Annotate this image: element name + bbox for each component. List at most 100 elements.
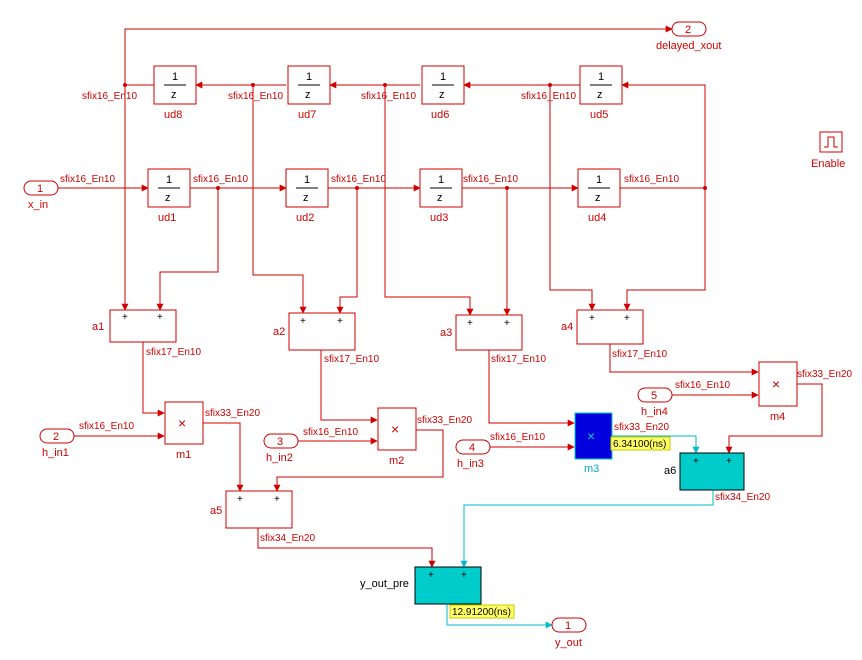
svg-text:1: 1 (440, 71, 446, 83)
unit-delay-ud3[interactable]: 1 z ud3 (419, 168, 463, 224)
block-label: ud8 (164, 109, 182, 121)
svg-text:z: z (439, 89, 445, 101)
svg-text:+: + (337, 316, 343, 327)
sig-label: sfix16_En10 (228, 91, 283, 102)
wire-ud7-a2 (252, 85, 307, 314)
unit-delay-ud5[interactable]: 1 z ud5 (579, 65, 623, 121)
sig-label: sfix33_En20 (797, 369, 852, 380)
svg-text:3: 3 (277, 436, 283, 448)
block-label: a3 (440, 327, 452, 339)
block-label: ud5 (590, 109, 608, 121)
port-label: h_in2 (266, 452, 293, 464)
unit-delay-ud7[interactable]: 1 z ud7 (287, 65, 331, 121)
adder-a3[interactable]: + + a3 (440, 314, 523, 351)
wire-m4-a6 (725, 383, 823, 454)
sig-label: sfix16_En10 (82, 91, 137, 102)
multiplier-m4[interactable]: × m4 (758, 361, 798, 423)
port-label: h_in3 (457, 458, 484, 470)
svg-text:z: z (165, 192, 171, 204)
svg-text:×: × (178, 415, 186, 431)
adder-a1[interactable]: + + a1 (92, 309, 177, 343)
block-label: ud2 (296, 212, 314, 224)
svg-text:+: + (467, 318, 473, 329)
sig-label: sfix33_En20 (205, 408, 260, 419)
svg-text:1: 1 (37, 183, 43, 195)
block-label: a2 (273, 326, 285, 338)
sig-label: sfix16_En10 (463, 174, 518, 185)
wire-ud5-a4 (549, 85, 596, 311)
block-label: a5 (210, 505, 222, 517)
unit-delay-ud6[interactable]: 1 z ud6 (421, 65, 465, 121)
svg-text:+: + (693, 456, 699, 467)
port-label: y_out (555, 637, 582, 649)
wire-a2-m2 (320, 350, 378, 424)
wire-youtpre-yout (446, 604, 553, 629)
svg-text:z: z (437, 192, 443, 204)
enable-port[interactable]: Enable (811, 131, 845, 170)
block-label: ud7 (298, 109, 316, 121)
svg-text:×: × (772, 376, 780, 392)
svg-text:+: + (274, 494, 280, 505)
signal-wires (58, 25, 823, 629)
svg-text:12.91200(ns): 12.91200(ns) (452, 607, 511, 618)
sig-label: sfix16_En10 (675, 380, 730, 391)
multiplier-m2[interactable]: × m2 (377, 407, 417, 467)
inport-h-in2[interactable]: 3 h_in2 (263, 433, 299, 464)
wire-ud4-a4 (623, 188, 706, 311)
wire-a3-m3 (488, 350, 575, 427)
sig-label: sfix34_En20 (260, 533, 315, 544)
sig-label: sfix17_En10 (324, 354, 379, 365)
sig-label: sfix33_En20 (417, 415, 472, 426)
svg-text:1: 1 (166, 174, 172, 186)
svg-text:+: + (589, 313, 595, 324)
svg-text:+: + (726, 456, 732, 467)
sig-label: sfix34_En20 (715, 492, 770, 503)
svg-text:1: 1 (438, 174, 444, 186)
svg-text:+: + (237, 494, 243, 505)
sig-label: sfix17_En10 (491, 354, 546, 365)
wire-a6-youtpre (460, 490, 714, 568)
unit-delay-ud2[interactable]: 1 z ud2 (285, 168, 329, 224)
block-label: m1 (176, 449, 191, 461)
block-label: ud6 (431, 109, 449, 121)
svg-text:2: 2 (53, 431, 59, 443)
adder-a5[interactable]: + + a5 (210, 490, 293, 529)
wire-a1-m1 (142, 342, 165, 417)
svg-text:z: z (305, 89, 311, 101)
adder-a4[interactable]: + + a4 (561, 309, 644, 345)
unit-delay-ud4[interactable]: 1 z ud4 (577, 168, 621, 224)
svg-text:5: 5 (651, 390, 657, 402)
svg-text:+: + (624, 313, 630, 324)
svg-text:1: 1 (306, 71, 312, 83)
outport-y-out[interactable]: 1 y_out (551, 617, 587, 649)
block-label: a6 (664, 465, 676, 477)
unit-delay-ud8[interactable]: 1 z ud8 (153, 65, 197, 121)
adder-a6[interactable]: + + a6 (664, 452, 745, 491)
svg-text:6.34100(ns): 6.34100(ns) (613, 439, 666, 450)
sig-label: sfix16_En10 (60, 174, 115, 185)
multiplier-m1[interactable]: × m1 (164, 401, 204, 461)
sig-label: sfix16_En10 (331, 174, 386, 185)
inport-h-in4[interactable]: 5 h_in4 (637, 387, 673, 418)
block-label: ud4 (588, 212, 606, 224)
adder-y-out-pre[interactable]: + + y_out_pre (360, 566, 482, 605)
sig-label: sfix17_En10 (612, 349, 667, 360)
inport-h-in1[interactable]: 2 h_in1 (39, 428, 75, 459)
outport-delayed-xout[interactable]: 2 delayed_xout (656, 21, 721, 52)
inport-x-in[interactable]: 1 x_in (23, 180, 59, 211)
svg-text:+: + (300, 316, 306, 327)
wire-m2-a5 (273, 429, 444, 492)
svg-text:1: 1 (565, 620, 571, 632)
multiplier-m3[interactable]: × m3 (574, 412, 613, 475)
svg-text:×: × (587, 428, 595, 444)
inport-h-in3[interactable]: 4 h_in3 (455, 439, 491, 470)
block-label: m3 (584, 463, 599, 475)
svg-text:z: z (303, 192, 309, 204)
wire-m1-a5 (203, 422, 244, 492)
block-label: a4 (561, 321, 573, 333)
block-label: m2 (389, 455, 404, 467)
svg-text:1: 1 (598, 71, 604, 83)
unit-delay-ud1[interactable]: 1 z ud1 (147, 168, 191, 224)
adder-a2[interactable]: + + a2 (273, 312, 356, 351)
sig-label: sfix17_En10 (146, 347, 201, 358)
